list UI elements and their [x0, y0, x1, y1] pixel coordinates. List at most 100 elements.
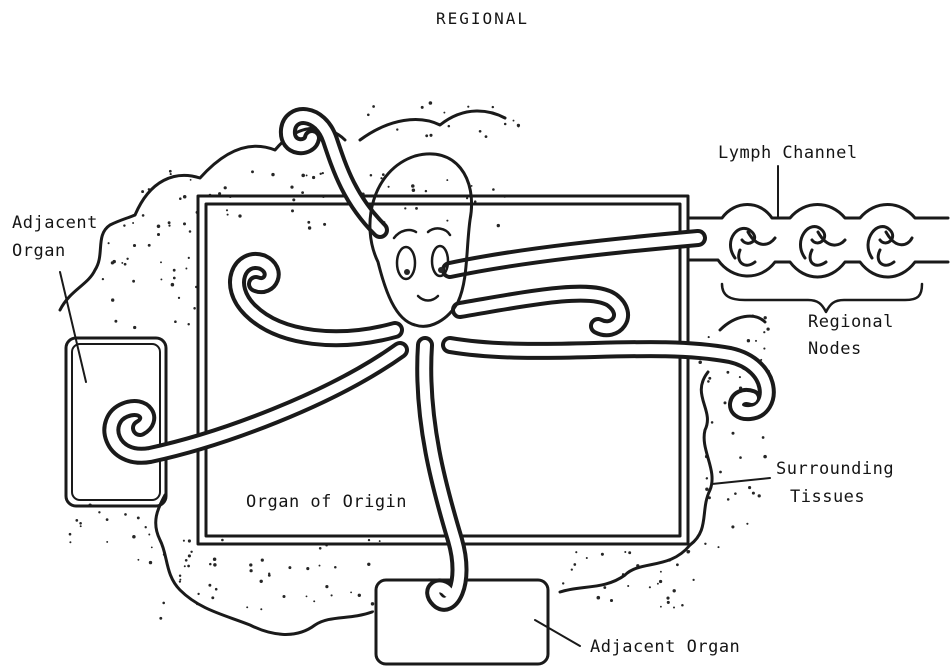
label-lymph-channel: Lymph Channel	[718, 143, 858, 163]
stipple-dot	[282, 595, 285, 598]
stipple-dot	[308, 226, 311, 229]
stipple-dot	[319, 173, 321, 175]
stipple-dot	[624, 551, 626, 553]
stipple-dot	[306, 174, 308, 176]
stipple-dot	[755, 340, 757, 342]
stipple-dot	[238, 214, 241, 217]
diagram-title: REGIONAL	[436, 9, 529, 28]
octopus-tentacles	[111, 116, 766, 603]
stipple-dot	[727, 498, 730, 501]
stipple-dot	[179, 575, 181, 577]
stipple-dot	[189, 230, 192, 233]
stipple-dot	[179, 580, 181, 582]
stipple-dot	[717, 546, 719, 548]
stipple-dot	[183, 195, 187, 199]
stipple-dot	[704, 543, 706, 545]
stipple-dot	[323, 223, 326, 226]
stipple-dot	[183, 540, 185, 542]
stipple-dot	[141, 190, 144, 193]
stipple-dot	[301, 174, 305, 178]
stipple-dot	[673, 607, 675, 609]
stipple-dot	[388, 186, 390, 188]
stipple-dot	[69, 533, 72, 536]
stipple-dot	[184, 565, 186, 567]
stipple-dot	[597, 596, 601, 600]
stipple-dot	[763, 455, 767, 459]
stipple-dot	[492, 188, 495, 191]
stipple-dot	[190, 551, 192, 553]
stipple-dot	[188, 539, 191, 542]
stipple-dot	[497, 224, 500, 227]
stipple-dot	[711, 421, 714, 424]
stipple-dot	[367, 113, 370, 116]
stipple-dot	[379, 540, 381, 542]
stipple-dot	[429, 134, 432, 137]
stipple-dot	[246, 606, 248, 608]
stipple-dot	[748, 486, 751, 489]
stipple-dot	[649, 586, 651, 588]
stipple-dot	[763, 348, 765, 350]
stipple-dot	[208, 584, 211, 587]
regional-node-1	[730, 228, 775, 265]
stipple-dot	[188, 257, 190, 259]
regional-node-2	[800, 227, 845, 266]
stipple-dot	[313, 600, 315, 602]
stipple-dot	[319, 547, 322, 550]
stipple-dot	[132, 280, 135, 283]
stipple-dot	[249, 563, 252, 566]
stipple-dot	[425, 134, 428, 137]
stipple-dot	[446, 179, 448, 181]
stipple-dot	[133, 326, 136, 329]
stipple-dot	[183, 222, 186, 225]
stipple-dot	[291, 209, 294, 212]
stipple-dot	[209, 563, 212, 566]
stipple-dot	[358, 594, 361, 597]
stipple-dot	[137, 516, 140, 519]
stipple-dot	[213, 563, 216, 566]
stipple-dot	[367, 563, 370, 566]
stipple-dot	[724, 401, 727, 404]
stipple-dot	[173, 269, 176, 272]
stipple-dot	[415, 207, 418, 210]
stipple-dot	[157, 233, 160, 236]
stipple-dot	[148, 534, 150, 536]
stipple-dot	[260, 608, 262, 610]
stipple-dot	[571, 568, 573, 570]
stipple-dot	[666, 597, 669, 600]
label-regional-nodes-line2: Nodes	[808, 339, 862, 359]
stipple-dot	[325, 585, 328, 588]
stipple-dot	[271, 173, 274, 176]
stipple-dot	[185, 268, 187, 270]
stipple-dot	[260, 580, 263, 583]
stipple-dot	[628, 551, 631, 554]
stipple-dot	[193, 307, 196, 310]
octopus-head	[370, 154, 472, 326]
stipple-dot	[372, 105, 375, 108]
stipple-dot	[708, 377, 711, 380]
stipple-dot	[429, 101, 433, 105]
stipple-dot	[171, 283, 175, 287]
stipple-dot	[292, 198, 295, 201]
stipple-dot	[148, 244, 151, 247]
stipple-dot	[688, 550, 690, 552]
stipple-dot	[112, 260, 115, 263]
stipple-dot	[368, 539, 370, 541]
stipple-dot	[492, 106, 494, 108]
stipple-dot	[681, 604, 684, 607]
stipple-dot	[188, 554, 191, 557]
stipple-dot	[75, 519, 78, 522]
stipple-dot	[168, 221, 171, 224]
stipple-dot	[411, 184, 415, 188]
stipple-dot	[319, 565, 321, 567]
stipple-dot	[421, 106, 424, 109]
stipple-dot	[657, 583, 659, 585]
leader-adjacent-bottom	[535, 620, 580, 646]
label-adjacent-organ-left-line2: Organ	[12, 241, 66, 261]
stipple-dot	[197, 593, 199, 595]
stipple-dot	[187, 565, 190, 568]
label-regional-nodes-line1: Regional	[808, 312, 894, 332]
stipple-dot	[168, 224, 170, 226]
label-surrounding-tissues-line1: Surrounding	[776, 459, 894, 479]
stipple-dot	[137, 559, 139, 561]
